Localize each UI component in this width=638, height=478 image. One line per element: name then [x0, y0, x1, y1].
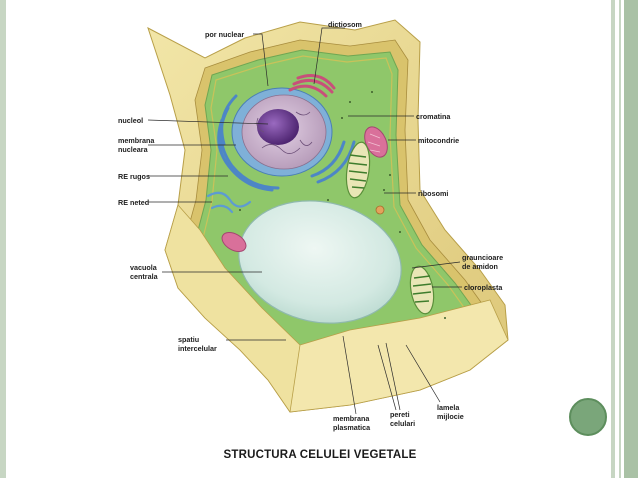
- chromatin: [256, 111, 313, 154]
- label-dictiosom: dictiosom: [328, 20, 362, 29]
- chloroplast: [412, 275, 432, 303]
- label-vacuola-centrala: vacuola: [130, 263, 158, 272]
- label-mitocondrie: mitocondrie: [418, 136, 459, 145]
- label-membrana-plasmatica: plasmatica: [333, 423, 371, 432]
- diagram-title: STRUCTURA CELULEI VEGETALE: [223, 449, 417, 461]
- nucleolus: [257, 109, 299, 145]
- label-ribosomi: ribosomi: [418, 189, 448, 198]
- label-nucleol: nucleol: [118, 116, 143, 125]
- label-spatiu-intercelular: spatiu: [178, 335, 199, 344]
- frame-border-right: [619, 0, 621, 478]
- frame-border-right: [611, 0, 615, 478]
- label-grauncioare-amidon: de amidon: [462, 262, 498, 271]
- smooth-er: [206, 191, 252, 214]
- label-membrana-nucleara: nucleara: [118, 145, 149, 154]
- rough-er: [217, 94, 356, 192]
- label-membrana-plasmatica: membrana: [333, 414, 370, 423]
- label-por-nuclear: por nuclear: [205, 30, 244, 39]
- frame-border-left: [0, 0, 6, 478]
- label-pereti-celulari: celulari: [390, 419, 415, 428]
- frame-border-right: [624, 0, 638, 478]
- label-membrana-nucleara: membrana: [118, 136, 155, 145]
- label-re-neted: RE neted: [118, 198, 149, 207]
- label-pereti-celulari: pereti: [390, 410, 410, 419]
- label-cloroplasta: cloroplasta: [464, 283, 503, 292]
- label-vacuola-centrala: centrala: [130, 272, 159, 281]
- label-re-rugos: RE rugos: [118, 172, 150, 181]
- cell-wall: [289, 299, 509, 413]
- diagram-labels: por nuclear dictiosom nucleol membrana n…: [118, 20, 503, 432]
- label-grauncioare-amidon: grauncioare: [462, 253, 503, 262]
- label-cromatina: cromatina: [416, 112, 451, 121]
- starch-grain: [375, 205, 385, 215]
- leader-lines: [147, 27, 462, 415]
- chloroplast: [348, 154, 368, 189]
- label-spatiu-intercelular: intercelular: [178, 344, 217, 353]
- mitochondrion: [367, 133, 381, 153]
- ribosomes: [239, 91, 446, 319]
- decorative-circle-icon: [569, 398, 607, 436]
- label-lamela-mijlocie: lamela: [437, 403, 460, 412]
- label-lamela-mijlocie: mijlocie: [437, 412, 464, 421]
- mitochondrion: [221, 232, 247, 252]
